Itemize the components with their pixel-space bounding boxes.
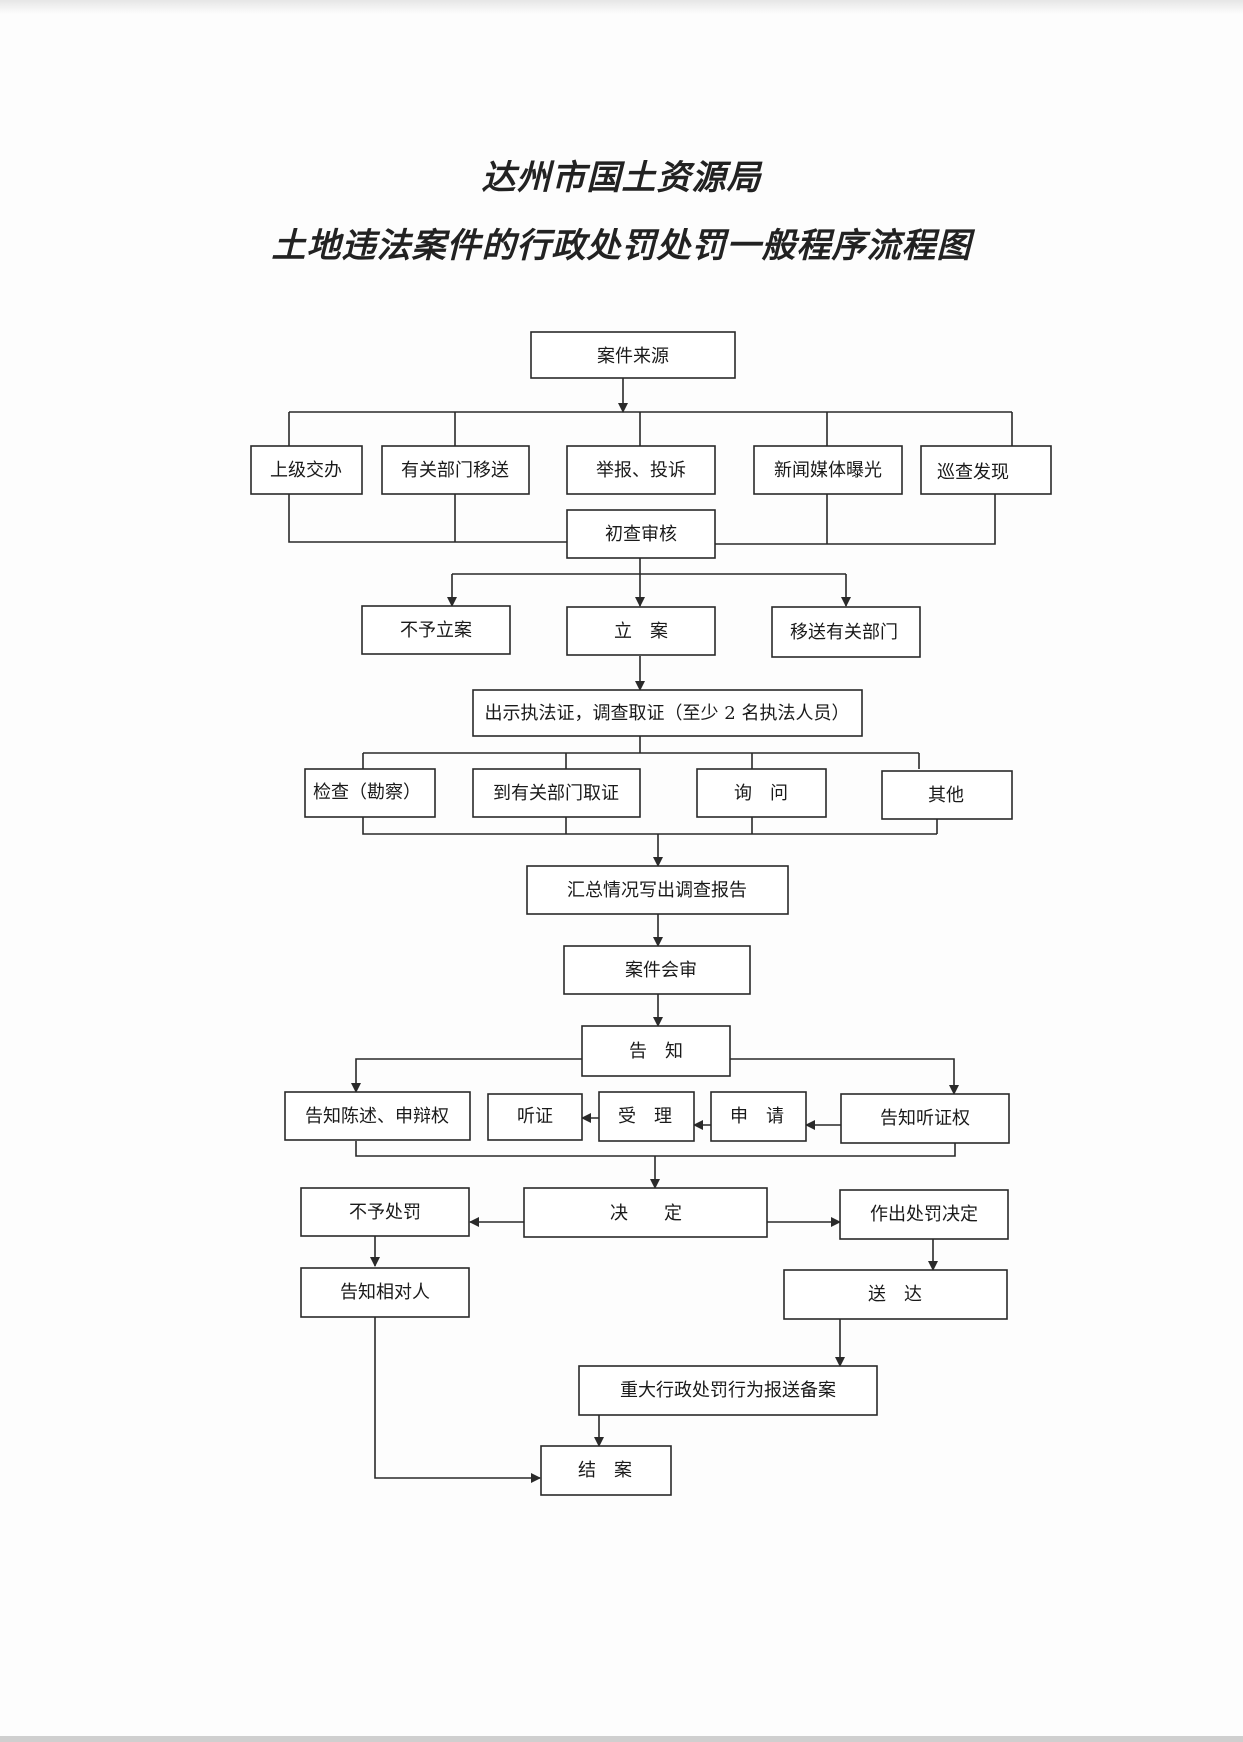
svg-text:检查（勘察）: 检查（勘察）	[313, 782, 421, 803]
node-apply: 申 请	[710, 1091, 807, 1142]
svg-text:受 理: 受 理	[618, 1106, 672, 1127]
node-patrol: 巡查发现	[920, 445, 1052, 495]
node-hearing-right: 告知听证权	[840, 1093, 1010, 1144]
connectors	[288, 378, 1013, 1483]
node-file-major: 重大行政处罚行为报送备案	[578, 1365, 878, 1416]
svg-text:其他: 其他	[928, 785, 964, 806]
svg-text:结 案: 结 案	[578, 1460, 632, 1481]
edge-superior-review	[288, 494, 567, 543]
title-line-2: 土地违法案件的行政处罚处罚一般程序流程图	[271, 226, 972, 266]
node-media: 新闻媒体曝光	[753, 445, 903, 495]
svg-text:告知听证权: 告知听证权	[880, 1108, 970, 1129]
svg-text:举报、投诉: 举报、投诉	[596, 460, 686, 481]
node-review: 初查审核	[566, 509, 716, 559]
node-inspect: 检查（勘察）	[304, 768, 436, 818]
title-line-1: 达州市国土资源局	[481, 158, 762, 198]
svg-text:重大行政处罚行为报送备案: 重大行政处罚行为报送备案	[620, 1380, 836, 1401]
node-report: 举报、投诉	[566, 445, 716, 495]
node-register: 立 案	[566, 606, 716, 656]
svg-text:新闻媒体曝光: 新闻媒体曝光	[774, 460, 882, 481]
svg-text:询 问: 询 问	[734, 783, 788, 804]
node-penalty-decision: 作出处罚决定	[839, 1189, 1009, 1240]
node-inquiry: 询 问	[696, 768, 827, 818]
svg-text:案件会审: 案件会审	[625, 960, 697, 981]
scan-bottom-edge	[0, 1736, 1243, 1742]
svg-text:移送有关部门: 移送有关部门	[790, 622, 898, 643]
scan-top-shade	[0, 0, 1243, 14]
edge-notify-defense	[351, 1058, 582, 1093]
node-accept: 受 理	[598, 1091, 695, 1142]
svg-text:立 案: 立 案	[614, 621, 668, 642]
node-inform-party: 告知相对人	[300, 1267, 470, 1318]
svg-text:告知相对人: 告知相对人	[340, 1282, 430, 1303]
svg-text:有关部门移送: 有关部门移送	[401, 460, 509, 481]
svg-text:到有关部门取证: 到有关部门取证	[493, 783, 619, 804]
node-deliver: 送 达	[783, 1269, 1008, 1320]
svg-text:决 定: 决 定	[610, 1203, 682, 1224]
node-joint-review: 案件会审	[563, 945, 751, 995]
svg-text:上级交办: 上级交办	[270, 460, 342, 481]
edge-patrol-review	[715, 494, 996, 545]
svg-text:不予处罚: 不予处罚	[349, 1202, 421, 1223]
node-transfer-out: 移送有关部门	[771, 606, 921, 658]
svg-text:初查审核: 初查审核	[605, 524, 677, 545]
node-summary: 汇总情况写出调查报告	[526, 865, 789, 915]
svg-text:汇总情况写出调查报告: 汇总情况写出调查报告	[567, 880, 747, 901]
node-hearing: 听证	[487, 1093, 583, 1141]
svg-text:告 知: 告 知	[629, 1041, 683, 1062]
node-defense: 告知陈述、申辩权	[284, 1091, 471, 1141]
node-notify: 告 知	[581, 1025, 731, 1077]
svg-text:听证: 听证	[517, 1106, 553, 1127]
node-source: 案件来源	[530, 331, 736, 379]
edge-methods-join-bar	[362, 817, 937, 835]
svg-text:告知陈述、申辩权: 告知陈述、申辩权	[305, 1106, 449, 1127]
svg-text:不予立案: 不予立案	[400, 620, 472, 641]
svg-text:案件来源: 案件来源	[597, 346, 669, 367]
svg-text:送 达: 送 达	[868, 1284, 922, 1305]
svg-text:作出处罚决定: 作出处罚决定	[870, 1204, 978, 1225]
node-investigate: 出示执法证，调查取证（至少 2 名执法人员）	[472, 689, 863, 737]
node-superior: 上级交办	[250, 445, 363, 495]
edge-inform-close	[374, 1317, 541, 1483]
node-no-penalty: 不予处罚	[300, 1187, 470, 1237]
svg-text:申 请: 申 请	[730, 1106, 784, 1127]
node-decide: 决 定	[523, 1187, 768, 1238]
edge-notify-hearing-right	[730, 1058, 959, 1095]
node-close: 结 案	[540, 1445, 672, 1496]
node-no-case: 不予立案	[361, 605, 511, 655]
svg-text:出示执法证，调查取证（至少 2 名执法人员）: 出示执法证，调查取证（至少 2 名执法人员）	[485, 703, 850, 724]
node-transfer-in: 有关部门移送	[381, 445, 530, 495]
node-other: 其他	[881, 770, 1013, 820]
node-collect: 到有关部门取证	[472, 768, 641, 818]
svg-text:巡查发现: 巡查发现	[937, 462, 1009, 483]
